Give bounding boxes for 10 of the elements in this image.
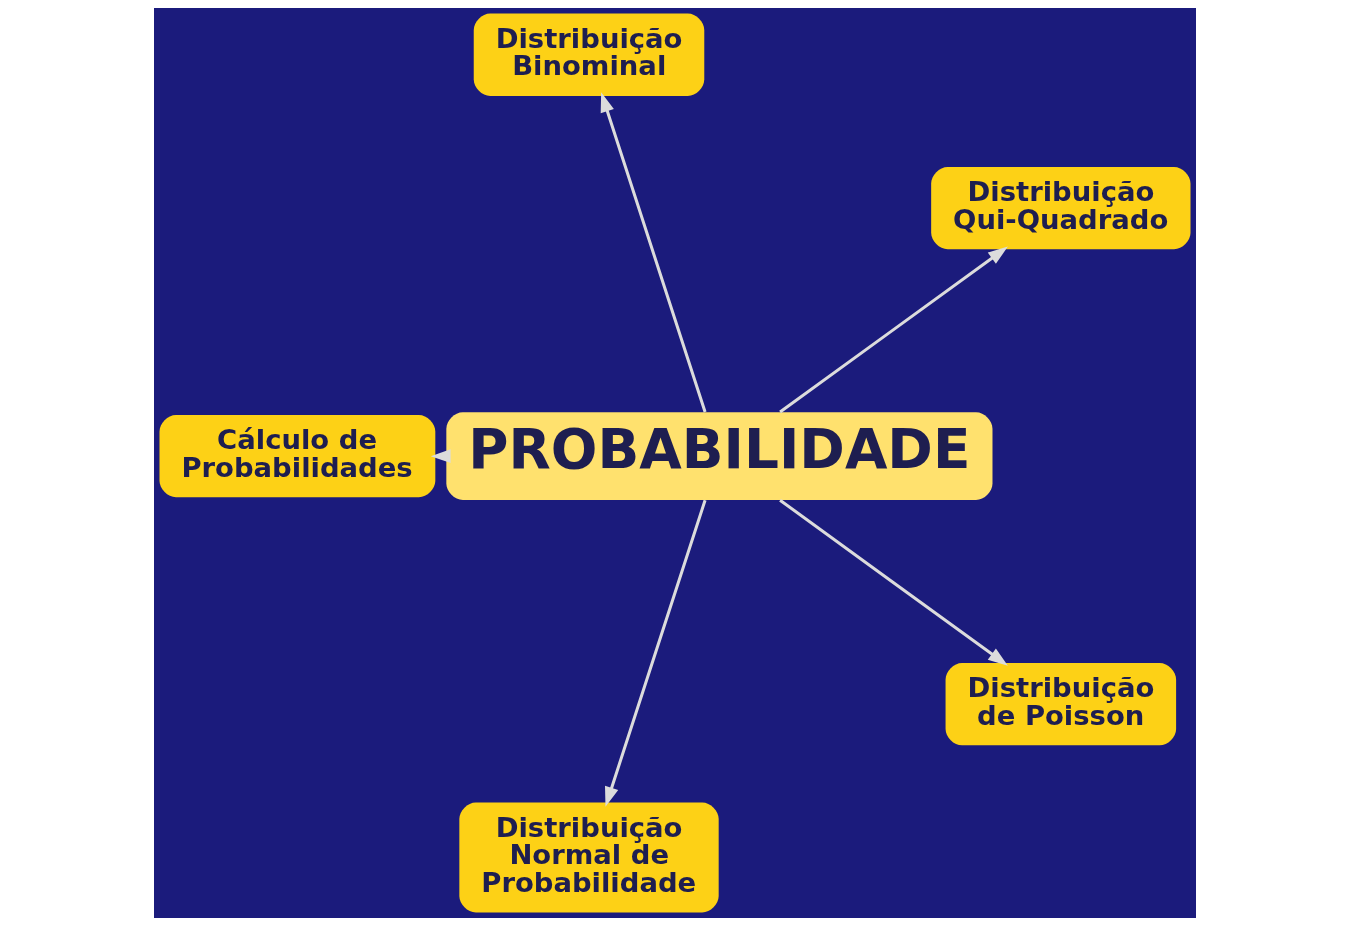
arrow	[779, 246, 1008, 414]
arrow	[430, 449, 451, 464]
node-box: Cálculo de Probabilidades	[159, 414, 436, 498]
node-box: Distribuição Qui-Quadrado	[931, 166, 1191, 250]
node-box: Distribuição Normal de Probabilidade	[459, 802, 719, 913]
arrow	[600, 92, 707, 413]
node-box: Distribuição de Poisson	[945, 663, 1177, 746]
arrow	[605, 499, 707, 807]
node-box: Distribuição Binominal	[473, 13, 705, 96]
arrow	[779, 498, 1008, 666]
